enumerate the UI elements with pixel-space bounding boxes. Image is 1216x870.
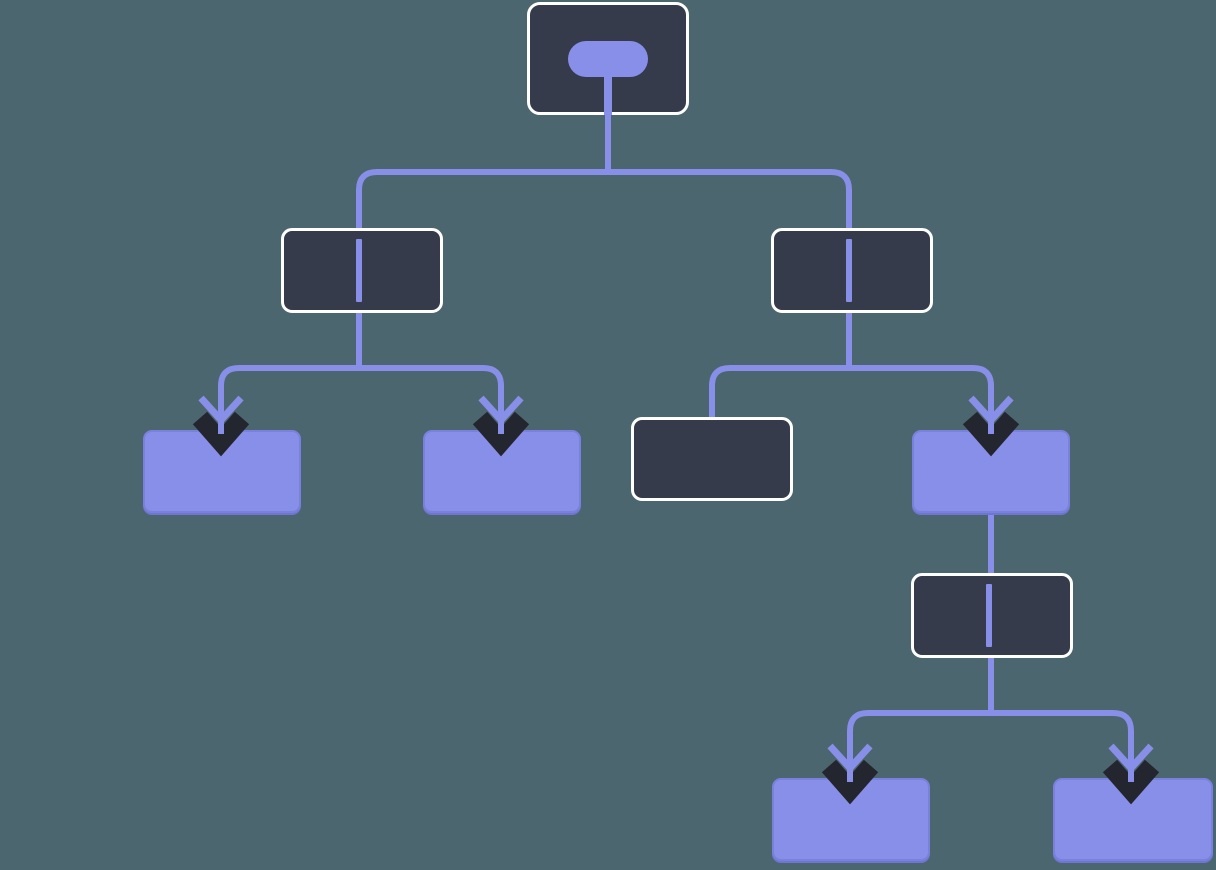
- root-node-pill-icon: [568, 41, 648, 77]
- branch-node-deep[interactable]: [911, 573, 1073, 658]
- leaf-node-1[interactable]: [143, 430, 301, 513]
- empty-node-dark[interactable]: [631, 417, 793, 501]
- leaf-node-3[interactable]: [772, 778, 930, 861]
- branch-node-right[interactable]: [771, 228, 933, 313]
- branch-leaf-node-right[interactable]: [912, 430, 1070, 513]
- leaf-node-2[interactable]: [423, 430, 581, 513]
- branch-node-left[interactable]: [281, 228, 443, 313]
- root-node-stem: [604, 73, 612, 115]
- edge-passthrough-segment: [356, 239, 362, 302]
- leaf-node-4[interactable]: [1053, 778, 1213, 861]
- edge-passthrough-segment: [846, 239, 852, 302]
- edge-passthrough-segment: [986, 584, 992, 647]
